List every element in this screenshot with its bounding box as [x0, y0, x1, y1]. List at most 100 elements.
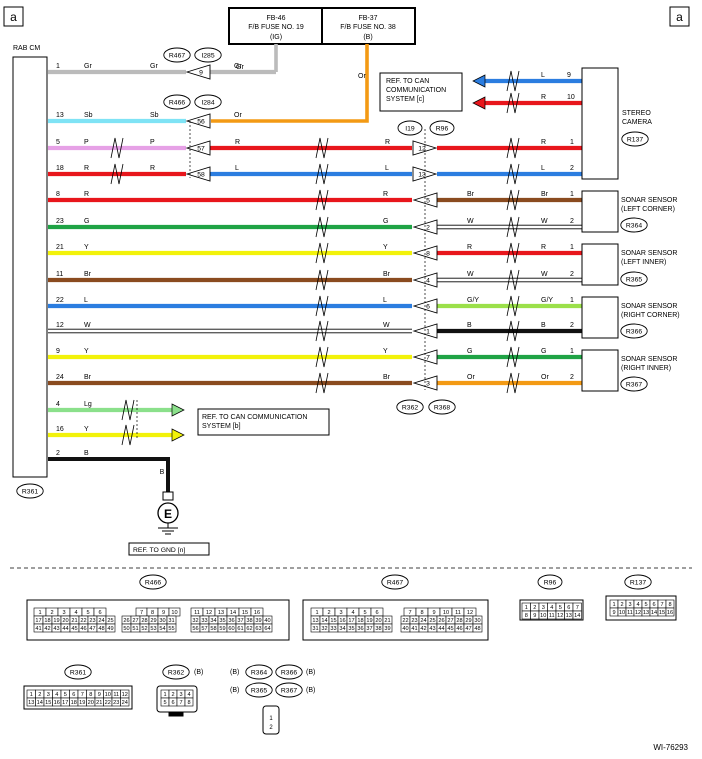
r466-b-pin: 50 — [123, 626, 129, 632]
conn-8-shape — [412, 245, 438, 261]
ground-ref-box — [128, 542, 210, 556]
r466-c-pin: 58 — [210, 626, 216, 632]
pill-r467-pill — [163, 47, 191, 63]
device-id-pill — [620, 323, 648, 339]
r467-a-pin: 6 — [375, 610, 378, 616]
r466-a-pin: 42 — [44, 626, 50, 632]
break-mark — [506, 189, 520, 211]
r467-b-cell — [472, 623, 483, 633]
pin-num: 5 — [56, 139, 60, 146]
module-box — [12, 56, 48, 478]
r137-pin: 5 — [644, 602, 647, 608]
r467-a-pin: 36 — [357, 626, 363, 632]
wire-color-far: R — [541, 139, 546, 146]
r467-a-pin: 34 — [339, 626, 345, 632]
r361-pin: 22 — [105, 700, 111, 706]
r361-pin: 11 — [113, 692, 119, 698]
r466-c-pin: 64 — [264, 626, 270, 632]
r467-a-pin: 35 — [348, 626, 354, 632]
r466-a-pin: 22 — [80, 618, 86, 624]
r466-b-pin: 55 — [168, 626, 174, 632]
wire-color-mid: Y — [383, 244, 388, 251]
connector-r362-label-pill — [162, 664, 190, 680]
sonar-conn-tag: (B) — [306, 669, 315, 676]
connector-r362-label: R362 — [168, 670, 184, 677]
r361-pin: 24 — [122, 700, 128, 706]
r361-pin: 2 — [38, 692, 41, 698]
can-ref-top-text: SYSTEM [c] — [386, 96, 424, 103]
can-ref-bottom-text: REF. TO CAN COMMUNICATION — [202, 414, 307, 421]
r466-a-pin: 3 — [62, 610, 65, 616]
r96-pin: 11 — [549, 613, 555, 619]
conn-12: 12 — [418, 146, 426, 153]
r361-pin: 13 — [28, 700, 34, 706]
r467-b-pin: 44 — [438, 626, 444, 632]
r362-pin: 7 — [179, 700, 182, 706]
r467-a-pin: 3 — [339, 610, 342, 616]
connector-r466-label-pill — [139, 574, 167, 590]
r137-pin: 15 — [659, 610, 665, 616]
r137-pin: 11 — [627, 610, 633, 616]
r361-pin: 20 — [88, 700, 94, 706]
r466-c-pin: 62 — [246, 626, 252, 632]
can-top-pin: 10 — [567, 94, 575, 101]
r137-pin: 3 — [628, 602, 631, 608]
r466-a-pin: 47 — [89, 626, 95, 632]
r361-pin: 19 — [79, 700, 85, 706]
r466-a-cell — [105, 623, 116, 633]
device-box — [581, 67, 619, 180]
wire-color-right: R — [235, 139, 240, 146]
r467-a-pin: 13 — [312, 618, 318, 624]
device-id: R365 — [626, 277, 642, 284]
r466-a-pin: 21 — [71, 618, 77, 624]
pill-r362: R362 — [402, 405, 418, 412]
wire-color-far: L — [541, 165, 545, 172]
can-bottom-arrow — [171, 403, 185, 417]
break-mark — [506, 137, 520, 159]
r466-a-pin: 18 — [44, 618, 50, 624]
can-ref-bottom-box — [197, 408, 330, 436]
wire-color-far: Br — [541, 191, 549, 198]
r467-b-pin: 23 — [411, 618, 417, 624]
wire-color-before-conn: R — [385, 139, 390, 146]
r96-pin: 9 — [533, 613, 536, 619]
device-id: R366 — [626, 329, 642, 336]
fuse-name: F/B FUSE NO. 38 — [340, 24, 396, 31]
r96-pin: 12 — [557, 613, 563, 619]
r466-c-pin: 32 — [192, 618, 198, 624]
r137-pin: 10 — [619, 610, 625, 616]
conn-2-shape — [412, 219, 438, 235]
break-mark — [506, 163, 520, 185]
r466-c-pin: 61 — [237, 626, 243, 632]
corner-label-left: a — [10, 10, 17, 24]
can-ref-top-box — [379, 72, 463, 112]
conn-9-shape — [185, 64, 211, 80]
r137-pin: 7 — [660, 602, 663, 608]
pin-num: 9 — [56, 348, 60, 355]
r466-c-pin: 12 — [206, 610, 212, 616]
pill-i19: I19 — [405, 126, 415, 133]
device-pin: 1 — [570, 348, 574, 355]
r137-pin: 9 — [612, 610, 615, 616]
r467-b-pin: 22 — [402, 618, 408, 624]
wire-color: Lg — [84, 401, 92, 408]
r466-c-pin: 16 — [254, 610, 260, 616]
device-id-pill — [620, 271, 648, 287]
conn-9: 9 — [199, 70, 203, 77]
wire-color-mid: R — [383, 191, 388, 198]
device-id-pill — [620, 376, 648, 392]
break-mark — [506, 70, 520, 92]
r466-b-pin: 52 — [141, 626, 147, 632]
r467-b-pin: 46 — [456, 626, 462, 632]
r466-b-pin: 53 — [150, 626, 156, 632]
r466-c-pin: 40 — [264, 618, 270, 624]
r467-b-pin: 41 — [411, 626, 417, 632]
r466-b-pin: 30 — [159, 618, 165, 624]
r467-b-pin: 28 — [456, 618, 462, 624]
ground-ref-text: REF. TO GND [n] — [133, 547, 185, 554]
device-id-pill — [620, 217, 648, 233]
wire-color-right: G/Y — [467, 297, 479, 304]
connector-r361-label: R361 — [70, 670, 86, 677]
device-id: R137 — [627, 137, 643, 144]
